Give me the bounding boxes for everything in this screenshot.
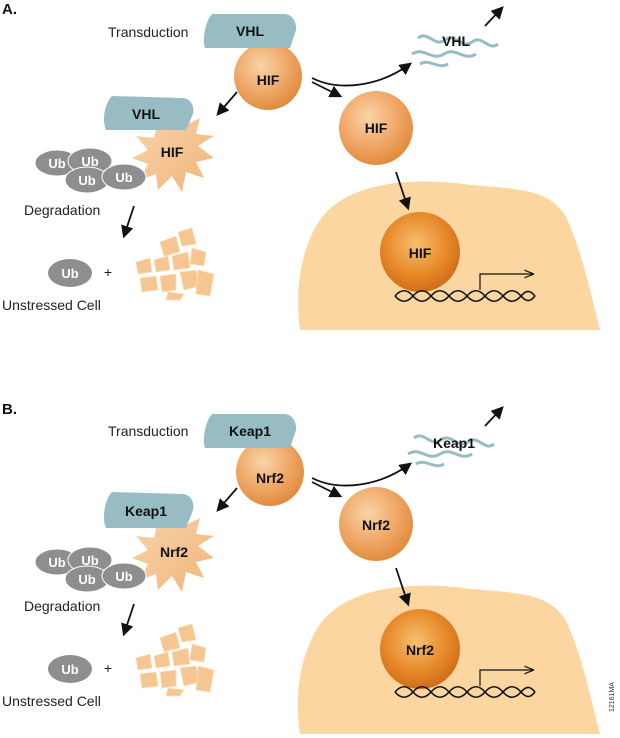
to-degradation-arrow — [216, 487, 238, 512]
released-inhibitor-label: VHL — [442, 33, 470, 49]
inhibitor-label: Keap1 — [229, 423, 271, 439]
unstressed-cell-label: Unstressed Cell — [2, 693, 101, 709]
nuclear-factor-sphere — [380, 212, 460, 292]
free-factor-sphere — [339, 487, 413, 561]
degradation-arrow — [121, 603, 135, 637]
ub-label: Ub — [48, 156, 65, 171]
release-arrow — [484, 406, 504, 427]
panel-label: A. — [2, 1, 17, 18]
ub-label: Ub — [115, 569, 132, 584]
degradation-arrow — [121, 205, 135, 239]
nuclear-factor-label: HIF — [409, 245, 432, 261]
plus-sign: + — [104, 264, 112, 280]
to-free-factor-arrow — [311, 81, 343, 98]
released-inhibitor — [407, 434, 495, 468]
inhibitor-cap — [203, 414, 297, 448]
plus-sign: + — [104, 660, 112, 676]
free-ub-label: Ub — [61, 266, 78, 281]
dna-helix — [394, 685, 536, 699]
degradation-label: Degradation — [24, 202, 100, 218]
inhibitor-label: VHL — [236, 23, 264, 39]
ub-label: Ub — [81, 154, 98, 169]
peptide-fragments — [135, 623, 215, 697]
panel-label: B. — [2, 401, 17, 418]
transcription-arrow — [479, 670, 533, 686]
transduction-label: Transduction — [108, 423, 188, 439]
nuclear-factor-sphere — [380, 609, 460, 689]
free-ub — [48, 655, 92, 683]
to-nucleus-arrow — [395, 567, 411, 607]
to-released-arrow — [311, 462, 413, 487]
inhibitor-cap — [203, 14, 297, 48]
factor-sphere — [236, 438, 304, 506]
ub-label: Ub — [78, 572, 95, 587]
peptide-fragments — [135, 227, 215, 301]
ub-label: Ub — [78, 173, 95, 188]
degraded-factor-label: Nrf2 — [160, 544, 188, 560]
bound-inhibitor-cap — [104, 492, 194, 528]
figure-code: 12161MA — [609, 682, 616, 712]
degraded-factor-star — [132, 112, 214, 192]
ub-cluster: Ub Ub Ub Ub — [34, 546, 147, 593]
factor-label: HIF — [257, 72, 280, 88]
free-factor-sphere — [339, 91, 413, 165]
nuclear-factor-label: Nrf2 — [406, 642, 434, 658]
degradation-label: Degradation — [24, 598, 100, 614]
ub-label: Ub — [115, 170, 132, 185]
released-inhibitor — [411, 34, 499, 68]
released-inhibitor-label: Keap1 — [433, 435, 475, 451]
bound-inhibitor-label: VHL — [132, 106, 160, 122]
factor-label: Nrf2 — [256, 470, 284, 486]
to-released-arrow — [311, 62, 413, 87]
free-factor-label: HIF — [365, 120, 388, 136]
unstressed-cell-label: Unstressed Cell — [2, 297, 101, 313]
to-free-factor-arrow — [311, 481, 343, 498]
degraded-factor-star — [132, 512, 214, 592]
free-ub-label: Ub — [61, 662, 78, 677]
dna-helix — [394, 289, 536, 303]
bound-inhibitor-cap — [104, 96, 194, 130]
to-degradation-arrow — [216, 91, 238, 116]
bound-inhibitor-label: Keap1 — [125, 503, 167, 519]
panel-a: A. Transduction VHL HIF VHL HIF HIF — [2, 1, 600, 330]
ub-label: Ub — [48, 555, 65, 570]
ub-cluster: Ub Ub Ub Ub — [34, 147, 147, 194]
to-nucleus-arrow — [395, 171, 411, 211]
transduction-label: Transduction — [108, 24, 188, 40]
degraded-factor-label: HIF — [161, 144, 184, 160]
transcription-arrow — [479, 274, 533, 290]
free-factor-label: Nrf2 — [362, 517, 390, 533]
ub-label: Ub — [81, 553, 98, 568]
panel-b: B. Transduction Keap1 Nrf2 Keap1 Nrf2 Nr… — [2, 401, 600, 734]
release-arrow — [484, 6, 504, 27]
free-ub — [48, 259, 92, 287]
factor-sphere — [234, 42, 302, 110]
